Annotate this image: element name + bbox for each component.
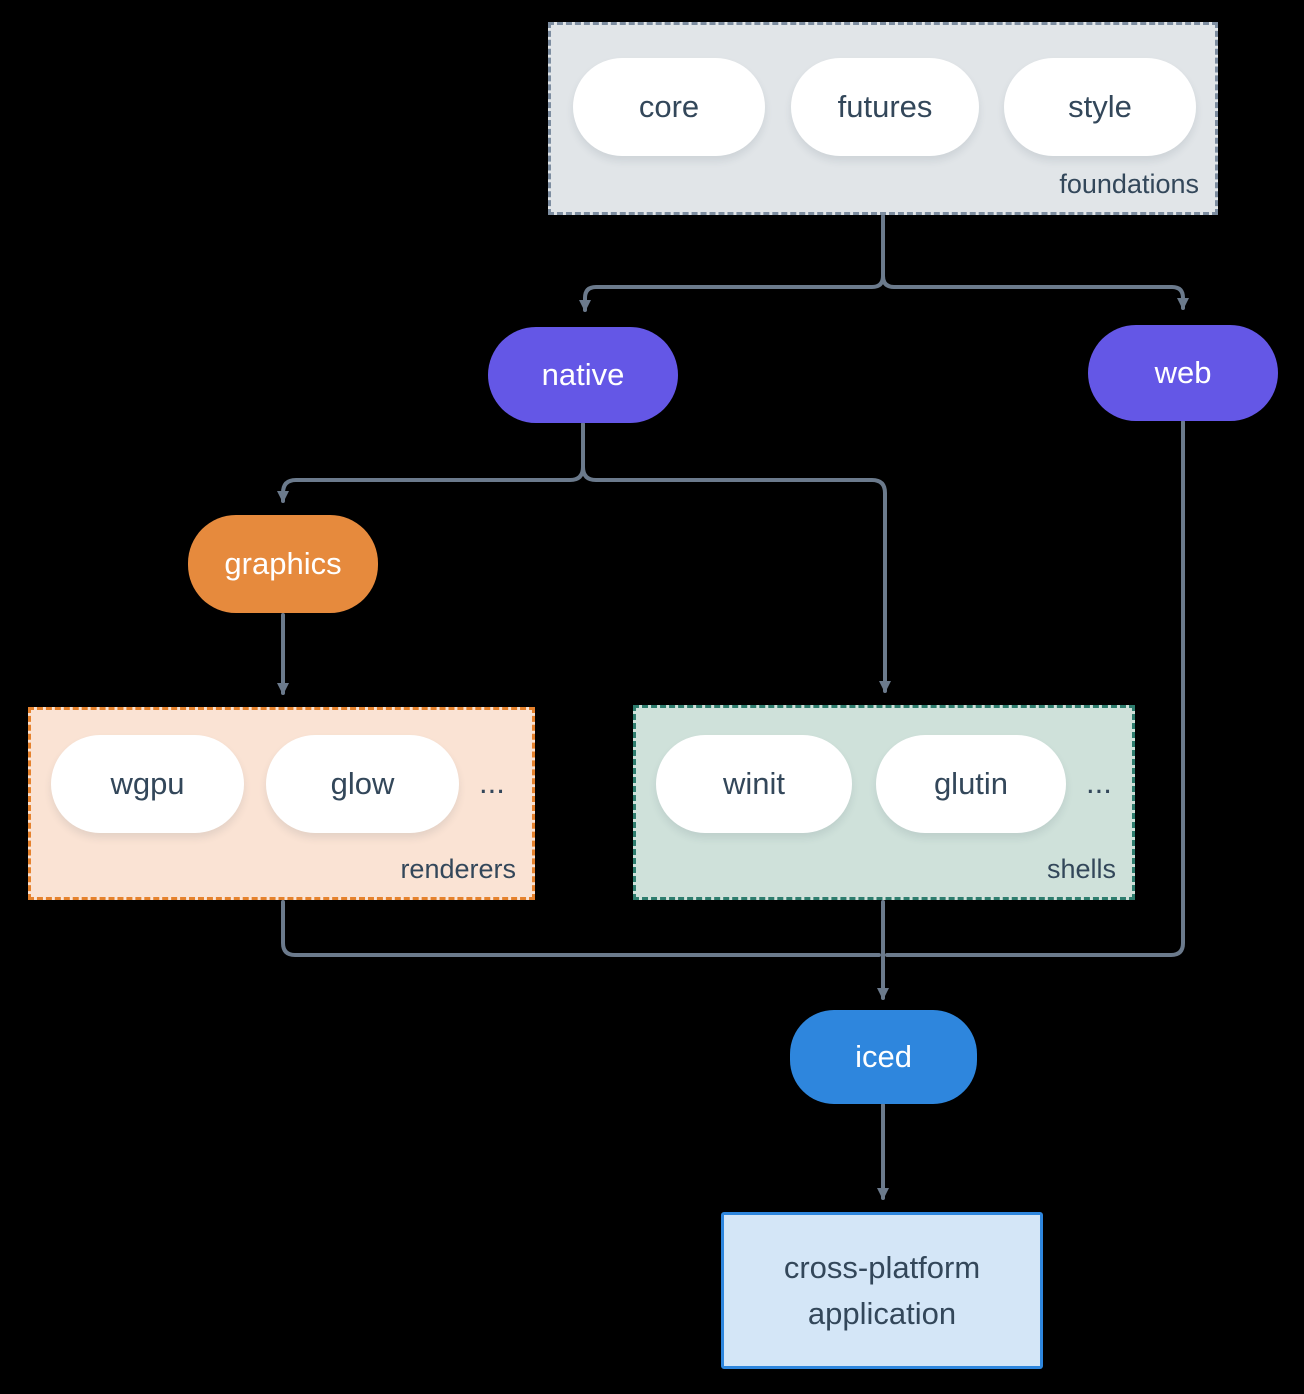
application-label-line2: application xyxy=(807,1295,957,1331)
node-glow-label: glow xyxy=(330,766,395,801)
node-glow: glow xyxy=(266,735,459,833)
node-native-label: native xyxy=(541,357,625,392)
shells-group: winit glutin ... shells xyxy=(633,705,1135,900)
shells-group-label: shells xyxy=(1046,854,1116,884)
cross-platform-application-box: cross-platform application xyxy=(721,1212,1043,1369)
node-wgpu-label: wgpu xyxy=(110,766,185,801)
renderers-group: wgpu glow ... renderers xyxy=(28,707,535,900)
node-graphics: graphics xyxy=(188,515,378,613)
node-style-label: style xyxy=(1068,89,1132,124)
node-futures: futures xyxy=(791,58,979,156)
foundations-group: core futures style foundations xyxy=(548,22,1218,215)
node-graphics-label: graphics xyxy=(224,546,342,581)
node-wgpu: wgpu xyxy=(51,735,244,833)
node-glutin-label: glutin xyxy=(933,766,1009,801)
edge-foundations-web xyxy=(881,274,1189,310)
node-web: web xyxy=(1088,325,1278,421)
node-core-label: core xyxy=(638,89,700,124)
node-glutin: glutin xyxy=(876,735,1066,833)
edge-native-graphics xyxy=(277,465,585,503)
renderers-ellipsis: ... xyxy=(479,765,505,800)
node-winit-label: winit xyxy=(722,766,785,801)
node-web-label: web xyxy=(1154,355,1212,390)
node-core: core xyxy=(573,58,765,156)
edge-renderers-merge xyxy=(281,900,881,957)
shells-ellipsis: ... xyxy=(1086,765,1112,800)
node-iced: iced xyxy=(790,1010,977,1104)
foundations-group-label: foundations xyxy=(1059,169,1199,199)
node-style: style xyxy=(1004,58,1196,156)
node-native: native xyxy=(488,327,678,423)
node-iced-label: iced xyxy=(855,1039,912,1074)
edge-web-merge xyxy=(885,420,1185,957)
node-winit: winit xyxy=(656,735,852,833)
renderers-group-label: renderers xyxy=(400,854,516,884)
application-label-line1: cross-platform xyxy=(783,1249,981,1285)
node-futures-label: futures xyxy=(837,89,933,124)
edge-foundations-native xyxy=(579,274,885,312)
edge-native-shells xyxy=(581,465,891,693)
